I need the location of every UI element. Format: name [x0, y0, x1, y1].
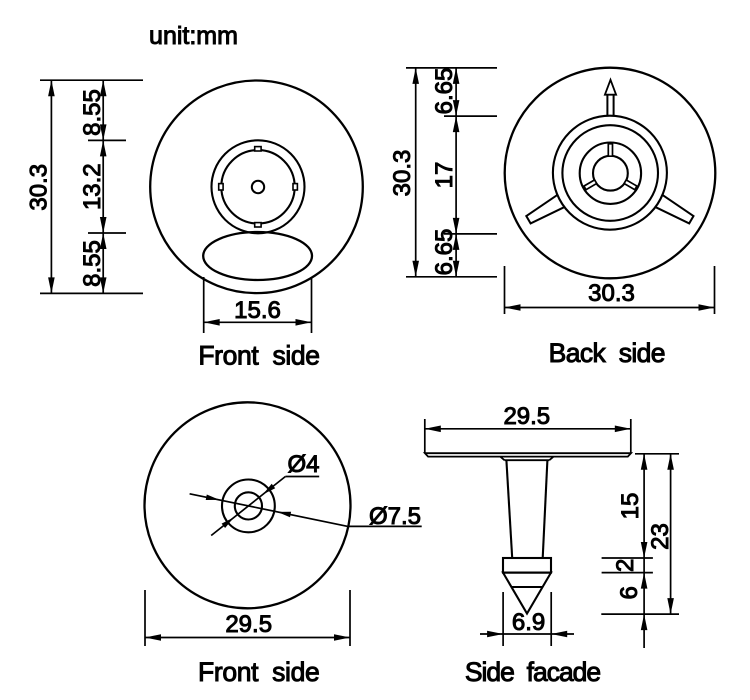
svg-text:8.55: 8.55 [79, 240, 106, 287]
svg-text:Ø4: Ø4 [287, 451, 319, 478]
svg-text:29.5: 29.5 [503, 403, 550, 430]
svg-text:6.9: 6.9 [512, 609, 545, 636]
svg-text:23: 23 [647, 523, 674, 550]
svg-text:13.2: 13.2 [79, 163, 106, 210]
svg-text:17: 17 [431, 162, 458, 189]
svg-text:15.6: 15.6 [234, 297, 281, 324]
svg-text:30.3: 30.3 [26, 164, 53, 211]
svg-text:unit:mm: unit:mm [149, 22, 238, 50]
svg-text:30.3: 30.3 [389, 150, 416, 197]
svg-text:6.65: 6.65 [431, 68, 458, 115]
svg-text:Back side: Back side [549, 338, 665, 368]
svg-text:Front side: Front side [198, 657, 319, 687]
svg-text:6: 6 [616, 586, 643, 599]
svg-text:30.3: 30.3 [588, 280, 635, 307]
svg-text:6.65: 6.65 [431, 229, 458, 276]
svg-text:Side facade: Side facade [465, 657, 601, 687]
svg-text:29.5: 29.5 [225, 611, 272, 638]
svg-text:8.55: 8.55 [79, 89, 106, 136]
svg-text:Front side: Front side [198, 341, 319, 371]
svg-text:2: 2 [612, 559, 639, 572]
svg-text:15: 15 [617, 493, 644, 520]
svg-text:Ø7.5: Ø7.5 [369, 503, 421, 530]
